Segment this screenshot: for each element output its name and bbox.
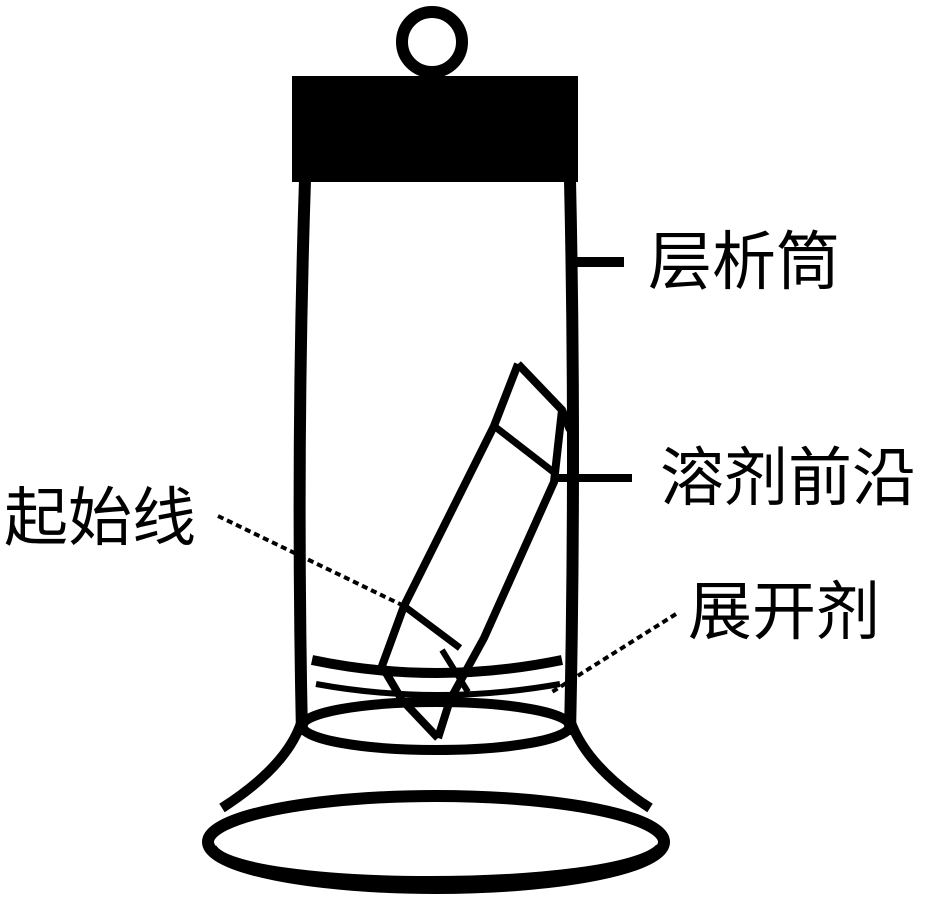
- stopper: [292, 76, 578, 182]
- label-developer: 展开剂: [688, 576, 880, 650]
- leader-origin-line: [217, 514, 405, 608]
- label-cylinder: 层析筒: [648, 226, 840, 300]
- developer-liquid: [297, 655, 575, 755]
- cylinder-right-wall: [564, 179, 579, 736]
- label-solvent-front: 溶剂前沿: [660, 442, 916, 516]
- paper-strip: [377, 361, 574, 741]
- solvent-front-line: [491, 423, 559, 477]
- cylinder-left-wall: [293, 179, 311, 736]
- cylinder-base: [202, 718, 670, 894]
- leader-developer: [550, 612, 678, 694]
- label-origin-line: 起始线: [4, 482, 196, 556]
- origin-line: [401, 603, 463, 651]
- hanging-ring: [396, 6, 468, 78]
